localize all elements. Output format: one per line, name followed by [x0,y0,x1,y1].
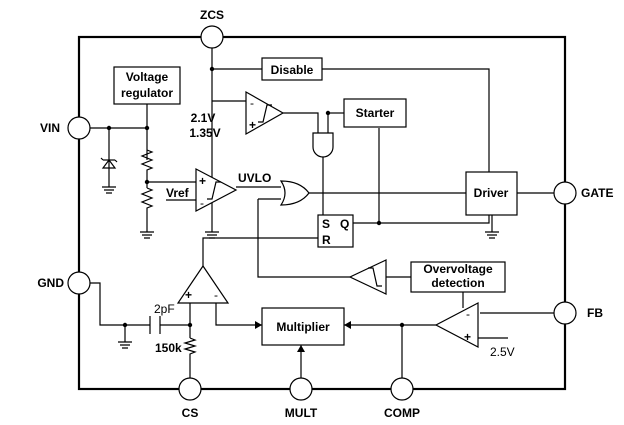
pin-comp-label: COMP [384,406,420,420]
ground-symbol-divider [140,231,154,239]
resistor-lower [140,187,154,214]
voltage-regulator-block: Voltage regulator [113,66,181,105]
cs-comparator: + - [176,264,230,304]
ground-symbol-zcs [205,231,219,239]
pin-cs-label: CS [182,406,199,420]
ic-outline [77,35,567,391]
voltage-regulator-label-2: regulator [121,86,173,100]
ground-symbol-zener [102,186,116,194]
wires [89,48,561,378]
arrow-multiplier-to-comp [255,321,262,329]
pin-gate[interactable]: GATE [553,181,613,205]
ground-symbol-driver [485,231,499,239]
ground-symbol-cap [118,341,132,349]
overvoltage-label-1: Overvoltage [423,262,493,276]
pin-comp[interactable]: COMP [384,377,420,420]
or-gate-lower [279,180,310,206]
or-gate-upper [312,132,334,158]
overvoltage-comparator [348,259,387,295]
arrow-mult-up [297,345,305,352]
uvlo-comparator: + - [195,168,238,212]
zcs-comp-minus: - [250,96,254,110]
error-amp-minus: - [466,307,470,321]
pin-gnd-label: GND [37,276,64,290]
latch-s-label: S [322,217,330,231]
label-vref: Vref [166,186,190,200]
multiplier-label: Multiplier [276,320,330,334]
driver-block: Driver [465,171,518,216]
pin-fb-label: FB [587,306,603,320]
zener-diode [100,157,118,169]
label-150k: 150k [155,341,182,355]
overvoltage-detection-block: Overvoltage detection [410,261,506,293]
capacitor-2pf [149,316,161,334]
starter-label: Starter [356,106,395,120]
sr-latch: S R Q [317,214,354,248]
pin-fb[interactable]: FB [553,301,603,325]
error-amp-plus: + [464,330,471,344]
pin-cs[interactable]: CS [178,377,202,420]
error-amplifier: - + [434,302,479,348]
pin-mult[interactable]: MULT [285,377,318,420]
arrow-into-multiplier [344,321,351,329]
latch-q-label: Q [340,217,349,231]
starter-block: Starter [343,98,407,128]
pin-gnd[interactable]: GND [37,271,91,295]
resistor-upper [140,149,154,172]
label-uvlo: UVLO [238,171,271,185]
label-1-35v: 1.35V [189,126,220,140]
disable-block: Disable [261,57,323,81]
multiplier-block: Multiplier [261,307,345,346]
zcs-comp-plus: + [249,118,256,132]
uvlo-comp-plus: + [199,174,206,188]
disable-label: Disable [271,63,314,77]
junction-dots [106,66,405,328]
pin-gate-label: GATE [581,186,613,200]
uvlo-comp-minus: - [200,196,204,210]
zcs-comparator: - + [245,90,285,136]
overvoltage-label-2: detection [431,276,484,290]
latch-r-label: R [322,233,331,247]
pin-vin[interactable]: VIN [40,116,91,140]
pin-vin-label: VIN [40,121,60,135]
label-2-1v: 2.1V [191,111,216,125]
resistor-150k [182,337,198,358]
label-2-5v: 2.5V [490,345,515,359]
pin-mult-label: MULT [285,406,318,420]
voltage-regulator-label-1: Voltage [126,70,169,84]
pin-zcs-label: ZCS [200,8,224,22]
driver-label: Driver [474,186,509,200]
cs-comp-minus: - [214,288,218,302]
cs-comp-plus: + [185,288,192,302]
pin-zcs[interactable]: ZCS [200,8,224,49]
label-2pf: 2pF [154,302,175,316]
